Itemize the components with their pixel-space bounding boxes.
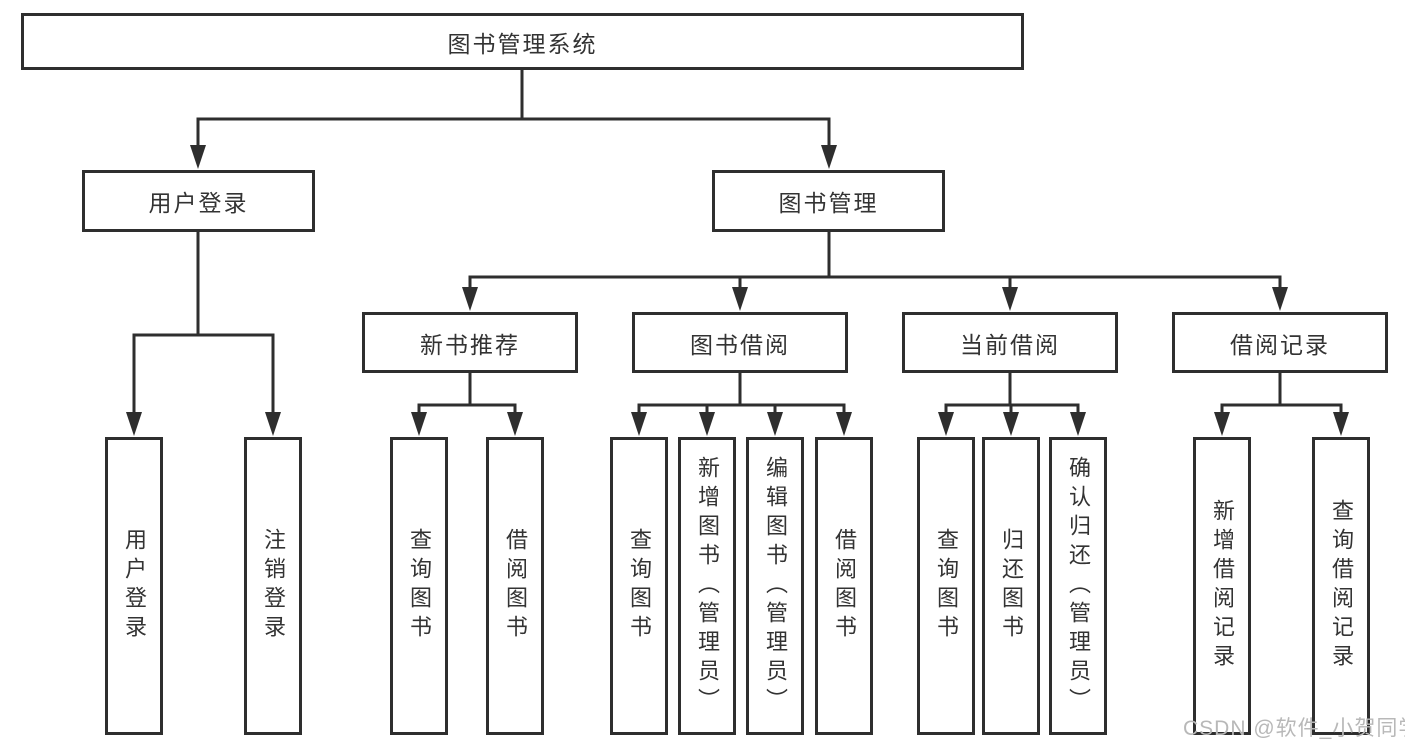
leaf-borrow-books-recommend: 借阅图书	[486, 437, 544, 735]
connector-borrow-records-to-children	[1220, 371, 1343, 416]
leaf-query-books-recommend: 查询图书	[390, 437, 448, 735]
node-new-book-recommend: 新书推荐	[362, 312, 578, 373]
csdn-watermark: CSDN @软件_小贺同学	[1183, 717, 1405, 740]
leaf-query-books-current: 查询图书	[917, 437, 975, 735]
leaf-add-borrow-record: 新增借阅记录	[1193, 437, 1251, 735]
leaf-edit-book-admin: 编辑图书（管理员）	[746, 437, 804, 735]
leaf-return-book: 归还图书	[982, 437, 1040, 735]
connector-root-to-level2	[196, 68, 831, 150]
connector-current-borrow-to-children	[944, 371, 1080, 416]
node-book-borrow: 图书借阅	[632, 312, 848, 373]
leaf-confirm-return-admin: 确认归还（管理员）	[1049, 437, 1107, 735]
node-library-management-system: 图书管理系统	[21, 13, 1024, 70]
leaf-add-book-admin: 新增图书（管理员）	[678, 437, 736, 735]
leaf-query-books-borrow: 查询图书	[610, 437, 668, 735]
leaf-user-login: 用户登录	[105, 437, 163, 735]
connector-book-borrow-to-children	[637, 371, 846, 416]
connector-user-login-to-children	[132, 230, 275, 416]
node-user-login: 用户登录	[82, 170, 315, 232]
node-borrow-records: 借阅记录	[1172, 312, 1388, 373]
leaf-logout-login: 注销登录	[244, 437, 302, 735]
leaf-query-borrow-record: 查询借阅记录	[1312, 437, 1370, 735]
node-current-borrow: 当前借阅	[902, 312, 1118, 373]
node-book-management: 图书管理	[712, 170, 945, 232]
connector-new-book-recommend-to-children	[417, 371, 517, 416]
leaf-borrow-books-borrow: 借阅图书	[815, 437, 873, 735]
connector-book-management-to-level3	[468, 230, 1282, 292]
